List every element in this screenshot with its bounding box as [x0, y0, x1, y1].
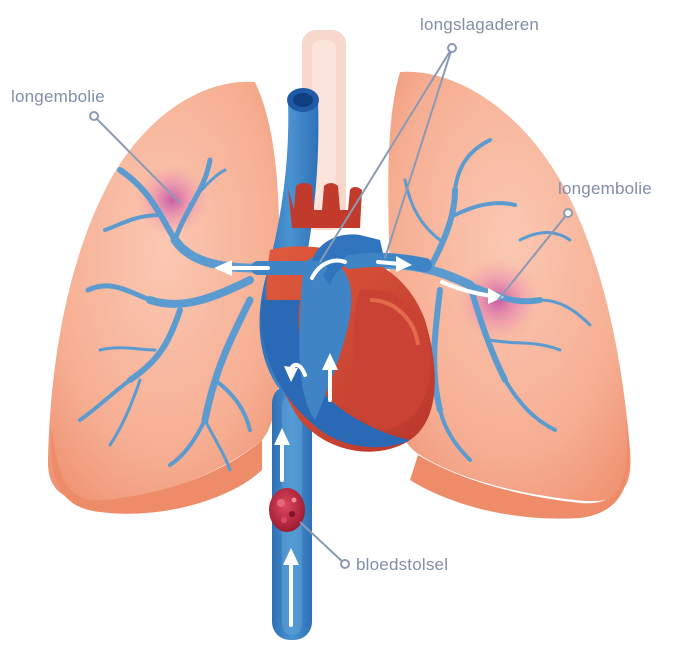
left-lung — [48, 82, 281, 514]
blood-clot-icon — [269, 488, 305, 532]
embolism-spot-icon — [134, 162, 210, 238]
label-bloedstolsel: bloedstolsel — [356, 555, 448, 574]
label-longembolie-right: longembolie — [558, 179, 652, 198]
label-longembolie-left: longembolie — [11, 87, 105, 106]
label-longslagaderen: longslagaderen — [420, 15, 539, 34]
